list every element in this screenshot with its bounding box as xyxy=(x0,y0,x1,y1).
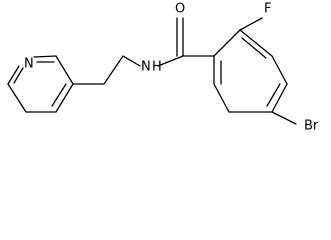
oxygen-label: O xyxy=(175,2,185,17)
amide-nitrogen-label: N xyxy=(141,60,151,75)
fluorine-label: F xyxy=(264,2,271,17)
substituent-bonds xyxy=(239,17,297,125)
amide-hydrogen-label: H xyxy=(152,60,162,75)
pyridine-nitrogen-label: N xyxy=(24,57,34,72)
structure-diagram: O F N N H Br xyxy=(7,2,319,134)
benzene-ring xyxy=(213,29,288,113)
bromine-label: Br xyxy=(304,119,319,134)
linker-bonds xyxy=(72,17,215,85)
pyridine-ring xyxy=(7,55,74,113)
